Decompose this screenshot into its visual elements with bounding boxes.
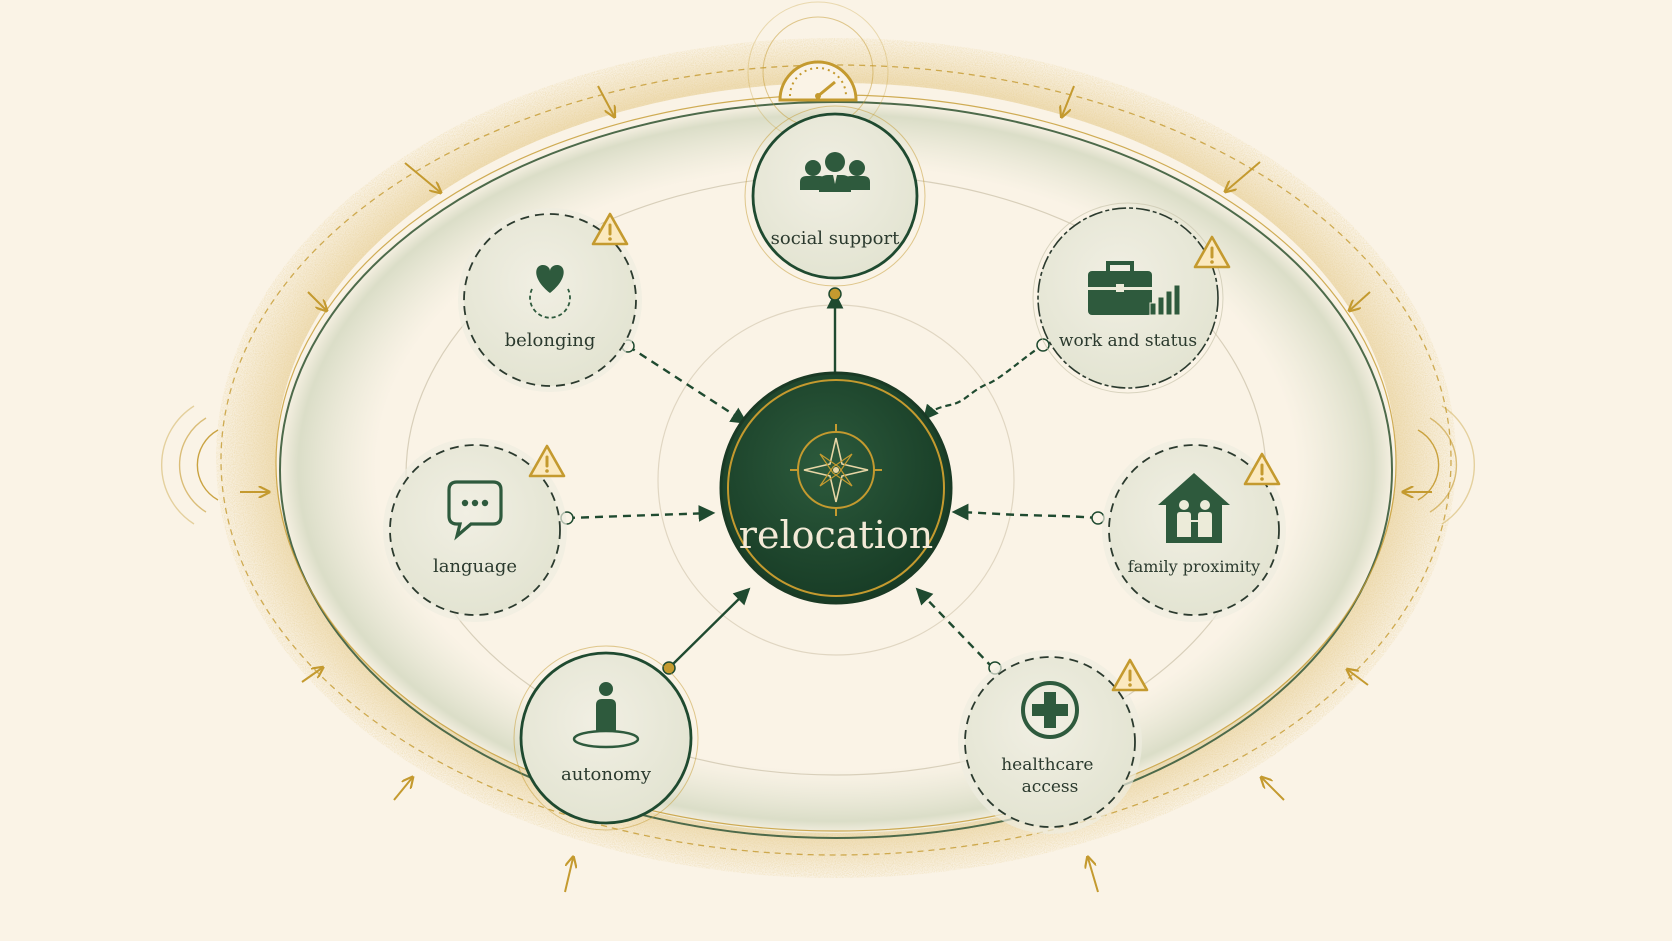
briefcase-chart-icon: [1088, 261, 1181, 316]
connector-family-proximity: [951, 503, 1099, 521]
node-language[interactable]: language: [383, 438, 567, 622]
warning-triangle-icon: [591, 212, 629, 246]
person-standing-icon: [572, 682, 640, 749]
warning-triangle-icon: [1243, 452, 1281, 486]
node-social-support[interactable]: social support: [744, 105, 926, 287]
center-node-relocation[interactable]: relocation: [719, 371, 953, 605]
compass-icon: [790, 424, 882, 516]
node-label-social-support: social support: [771, 228, 900, 249]
node-label-autonomy: autonomy: [561, 764, 652, 785]
outer-pressure-ring: [220, 64, 1452, 856]
warning-triangle-icon: [1193, 235, 1231, 269]
inward-arrow-icon: [1226, 161, 1261, 191]
connector-autonomy: [671, 587, 751, 666]
inward-arrow-icon: [1062, 85, 1075, 116]
connector-healthcare-access: [915, 587, 994, 669]
heart-icon: [529, 265, 571, 319]
node-label-family-proximity: family proximity: [1128, 557, 1260, 576]
center-label: relocation: [739, 513, 933, 557]
node-autonomy[interactable]: autonomy: [513, 645, 699, 831]
people-group-icon: [800, 152, 870, 192]
inward-arrow-icon: [1350, 291, 1371, 310]
signal-arc-right: [1417, 405, 1475, 525]
inward-arrow-icon: [404, 162, 440, 192]
connector-language: [566, 505, 716, 522]
inward-arrow-icon: [393, 778, 412, 801]
warnings: [528, 212, 1281, 692]
node-label-language: language: [433, 556, 517, 577]
pressure-arrows: [240, 85, 1432, 893]
warning-triangle-icon: [1111, 658, 1149, 692]
connector-belonging: [627, 344, 748, 424]
node-work-and-status[interactable]: work and status: [1032, 202, 1224, 394]
inward-arrow-icon: [564, 858, 573, 893]
boundary-ellipse: [279, 101, 1393, 839]
node-family-proximity[interactable]: family proximity: [1102, 438, 1286, 622]
node-label-healthcare-access: healthcare access: [1001, 755, 1099, 797]
speech-bubble-icon: [447, 480, 503, 541]
node-label-belonging: belonging: [505, 330, 596, 351]
medical-cross-icon: [1021, 681, 1079, 739]
inward-arrow-icon: [1088, 858, 1099, 893]
node-label-work-and-status: work and status: [1059, 331, 1197, 351]
inward-arrow-icon: [1348, 670, 1369, 686]
node-belonging[interactable]: belonging: [458, 208, 642, 392]
family-house-icon: [1158, 473, 1230, 543]
inward-arrow-icon: [307, 291, 326, 310]
node-healthcare-access[interactable]: healthcare access: [958, 650, 1142, 834]
inward-arrow-icon: [1262, 778, 1285, 801]
signal-arc-left: [161, 405, 219, 525]
inward-arrow-icon: [597, 85, 614, 116]
warning-triangle-icon: [528, 444, 566, 478]
inward-arrow-icon: [301, 668, 322, 683]
